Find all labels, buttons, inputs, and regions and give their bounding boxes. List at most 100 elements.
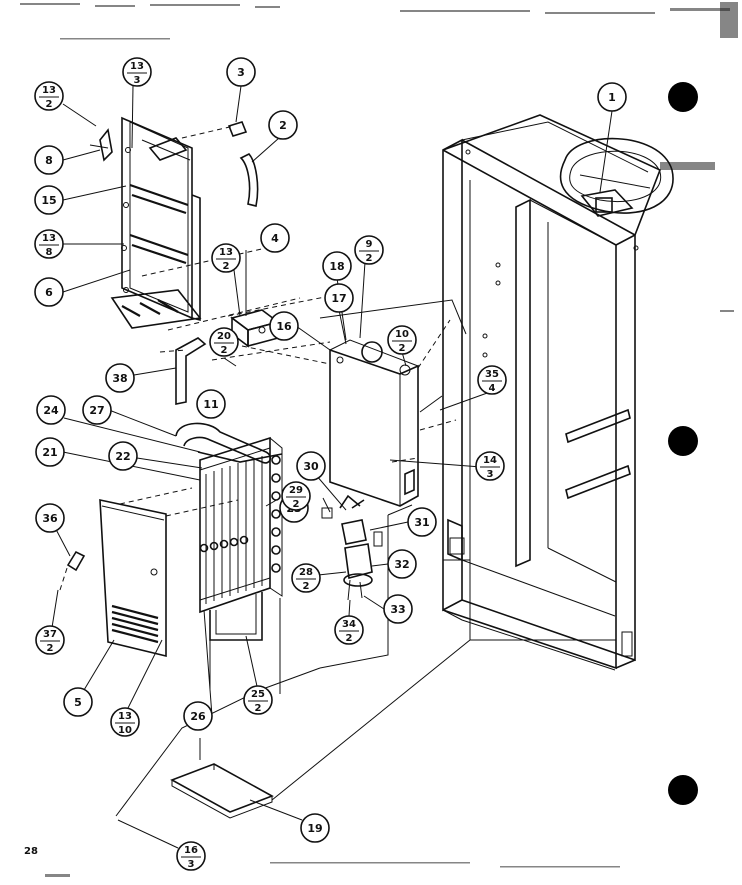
callout-29-2-num: 29 <box>289 485 303 496</box>
callout-14-3-num: 14 <box>483 455 497 466</box>
callout-1-label: 1 <box>608 91 616 104</box>
callout-37-2-den: 2 <box>47 643 54 654</box>
callout-13-8-num: 13 <box>42 233 56 244</box>
callout-21-label: 21 <box>42 446 57 459</box>
callout-29-2-den: 2 <box>293 499 300 510</box>
callout-3-label: 3 <box>237 66 245 79</box>
callout-34-2: 342 <box>334 615 364 645</box>
callout-2: 2 <box>268 110 298 140</box>
scan-noise <box>20 2 738 877</box>
callout-bubbles: 1 2 3 4 5 6 8 11 133 132 15 138 132 38 2… <box>34 57 627 871</box>
callout-15: 15 <box>34 185 64 215</box>
callout-9-2-den: 2 <box>366 253 373 264</box>
callout-14-3-den: 3 <box>487 469 494 480</box>
callout-13-2-left: 132 <box>34 81 64 111</box>
callout-25-2: 252 <box>243 685 273 715</box>
callout-18: 18 <box>322 251 352 281</box>
callout-29-2: 292 <box>281 481 311 511</box>
callout-19-label: 19 <box>307 822 322 835</box>
callout-36: 36 <box>35 503 65 533</box>
callout-30: 30 <box>296 451 326 481</box>
callout-5-label: 5 <box>74 696 82 709</box>
callout-35-4: 354 <box>477 365 507 395</box>
callout-leaders <box>49 85 613 849</box>
callout-13-8: 138 <box>34 229 64 259</box>
callout-13-2-left-den: 2 <box>46 99 53 110</box>
callout-31-label: 31 <box>414 516 429 529</box>
binder-hole-middle <box>668 426 698 456</box>
callout-36-label: 36 <box>42 512 58 525</box>
drain-tray <box>170 763 274 819</box>
callout-17: 17 <box>324 283 354 313</box>
part-2-tube <box>239 153 259 207</box>
callout-31: 31 <box>407 507 437 537</box>
callout-34-2-den: 2 <box>346 633 353 644</box>
callout-3: 3 <box>226 57 256 87</box>
callout-13-2-mid-num: 13 <box>219 247 233 258</box>
callout-6: 6 <box>34 277 64 307</box>
binder-hole-bottom <box>668 775 698 805</box>
callout-22: 22 <box>108 441 138 471</box>
callout-16: 16 <box>269 311 299 341</box>
callout-13-3-top: 133 <box>122 57 152 87</box>
callout-20-2: 202 <box>209 327 239 357</box>
callout-16-label: 16 <box>276 320 292 333</box>
evaporator-coil-assembly <box>175 422 283 641</box>
callout-28-2: 282 <box>291 563 321 593</box>
callout-20-2-num: 20 <box>217 331 231 342</box>
callout-4-label: 4 <box>271 232 279 245</box>
assembly-dashed-lines <box>59 125 457 591</box>
callout-10-2: 102 <box>387 325 417 355</box>
callout-22-label: 22 <box>115 450 130 463</box>
callout-9-2-num: 9 <box>366 239 373 250</box>
callout-35-4-den: 4 <box>489 383 496 394</box>
callout-13-8-den: 8 <box>46 247 53 258</box>
callout-11-label: 11 <box>203 398 218 411</box>
fan-bracket-assembly <box>321 339 419 601</box>
callout-38-label: 38 <box>112 372 127 385</box>
callout-10-2-num: 10 <box>395 329 409 340</box>
callout-14-3: 143 <box>475 451 505 481</box>
callout-16-3-num: 16 <box>184 845 198 856</box>
callout-9-2: 92 <box>354 235 384 265</box>
refrigerator-cabinet <box>442 114 662 671</box>
part-3-block <box>227 121 248 137</box>
callout-6-label: 6 <box>45 286 53 299</box>
callout-25-2-den: 2 <box>255 703 262 714</box>
callout-13-2-left-num: 13 <box>42 85 56 96</box>
callout-37-2-num: 37 <box>43 629 57 640</box>
dispenser-housing <box>559 137 674 217</box>
callout-5: 5 <box>63 687 93 717</box>
callout-20-2-den: 2 <box>221 345 228 356</box>
binder-hole-top <box>668 82 698 112</box>
callout-24-label: 24 <box>43 404 59 417</box>
callout-38: 38 <box>105 363 135 393</box>
page-number: 28 <box>24 846 38 857</box>
callout-37-2: 372 <box>35 625 65 655</box>
assembly-solid-lines <box>115 299 616 817</box>
callout-32-label: 32 <box>394 558 409 571</box>
callout-1: 1 <box>597 82 627 112</box>
callout-16-3: 163 <box>176 841 206 871</box>
callout-8-label: 8 <box>45 154 53 167</box>
callout-27-label: 27 <box>89 404 104 417</box>
callout-13-10-den: 10 <box>118 725 132 736</box>
callout-30-label: 30 <box>303 460 319 473</box>
callout-17-label: 17 <box>331 292 346 305</box>
callout-2-label: 2 <box>279 119 287 132</box>
callout-32: 32 <box>387 549 417 579</box>
callout-26-label: 26 <box>190 710 206 723</box>
callout-25-2-num: 25 <box>251 689 265 700</box>
callout-13-3-top-den: 3 <box>134 75 141 86</box>
callout-4: 4 <box>260 223 290 253</box>
callout-13-2-mid-den: 2 <box>223 261 230 272</box>
callout-35-4-num: 35 <box>485 369 499 380</box>
callout-16-3-den: 3 <box>188 859 195 870</box>
callout-34-2-num: 34 <box>342 619 356 630</box>
callout-10-2-den: 2 <box>399 343 406 354</box>
callout-8: 8 <box>34 145 64 175</box>
callout-18-label: 18 <box>329 260 344 273</box>
callout-24: 24 <box>36 395 66 425</box>
callout-33: 33 <box>383 594 413 624</box>
